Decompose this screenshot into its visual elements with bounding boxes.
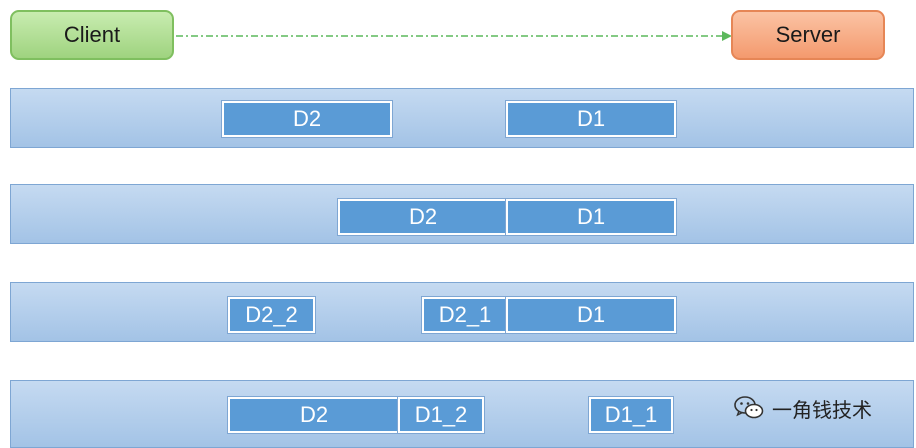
packet-d1-2: D1_2 bbox=[397, 396, 485, 434]
client-to-server-arrow bbox=[176, 31, 732, 41]
packet-d2: D2 bbox=[227, 396, 401, 434]
wechat-icon bbox=[734, 396, 764, 419]
packet-d2-1: D2_1 bbox=[421, 296, 509, 334]
lane-4: D2 D1_2 D1_1 bbox=[10, 380, 914, 448]
packet-d2: D2 bbox=[337, 198, 509, 236]
packet-d1: D1 bbox=[505, 198, 677, 236]
watermark-text: 一角钱技术 bbox=[772, 397, 872, 422]
packet-d2: D2 bbox=[221, 100, 393, 138]
packet-d1: D1 bbox=[505, 100, 677, 138]
packet-label: D1 bbox=[576, 106, 606, 131]
packet-label: D1 bbox=[576, 204, 606, 229]
packet-label: D2 bbox=[408, 204, 438, 229]
server-label: Server bbox=[775, 22, 841, 47]
lane-3: D2_2 D2_1 D1 bbox=[10, 282, 914, 342]
packet-label: D1_1 bbox=[604, 402, 658, 427]
packet-d1: D1 bbox=[505, 296, 677, 334]
server-node: Server bbox=[731, 10, 885, 60]
lane-2: D2 D1 bbox=[10, 184, 914, 244]
packet-d1-1: D1_1 bbox=[588, 396, 674, 434]
packet-d2-2: D2_2 bbox=[227, 296, 316, 334]
client-node: Client bbox=[10, 10, 174, 60]
watermark: 一角钱技术 bbox=[734, 392, 872, 424]
packet-label: D1_2 bbox=[414, 402, 468, 427]
packet-label: D2 bbox=[299, 402, 329, 427]
lane-1: D2 D1 bbox=[10, 88, 914, 148]
client-label: Client bbox=[63, 22, 121, 47]
packet-label: D2_1 bbox=[438, 302, 492, 327]
packet-label: D2 bbox=[292, 106, 322, 131]
packet-label: D1 bbox=[576, 302, 606, 327]
packet-label: D2_2 bbox=[245, 302, 298, 327]
